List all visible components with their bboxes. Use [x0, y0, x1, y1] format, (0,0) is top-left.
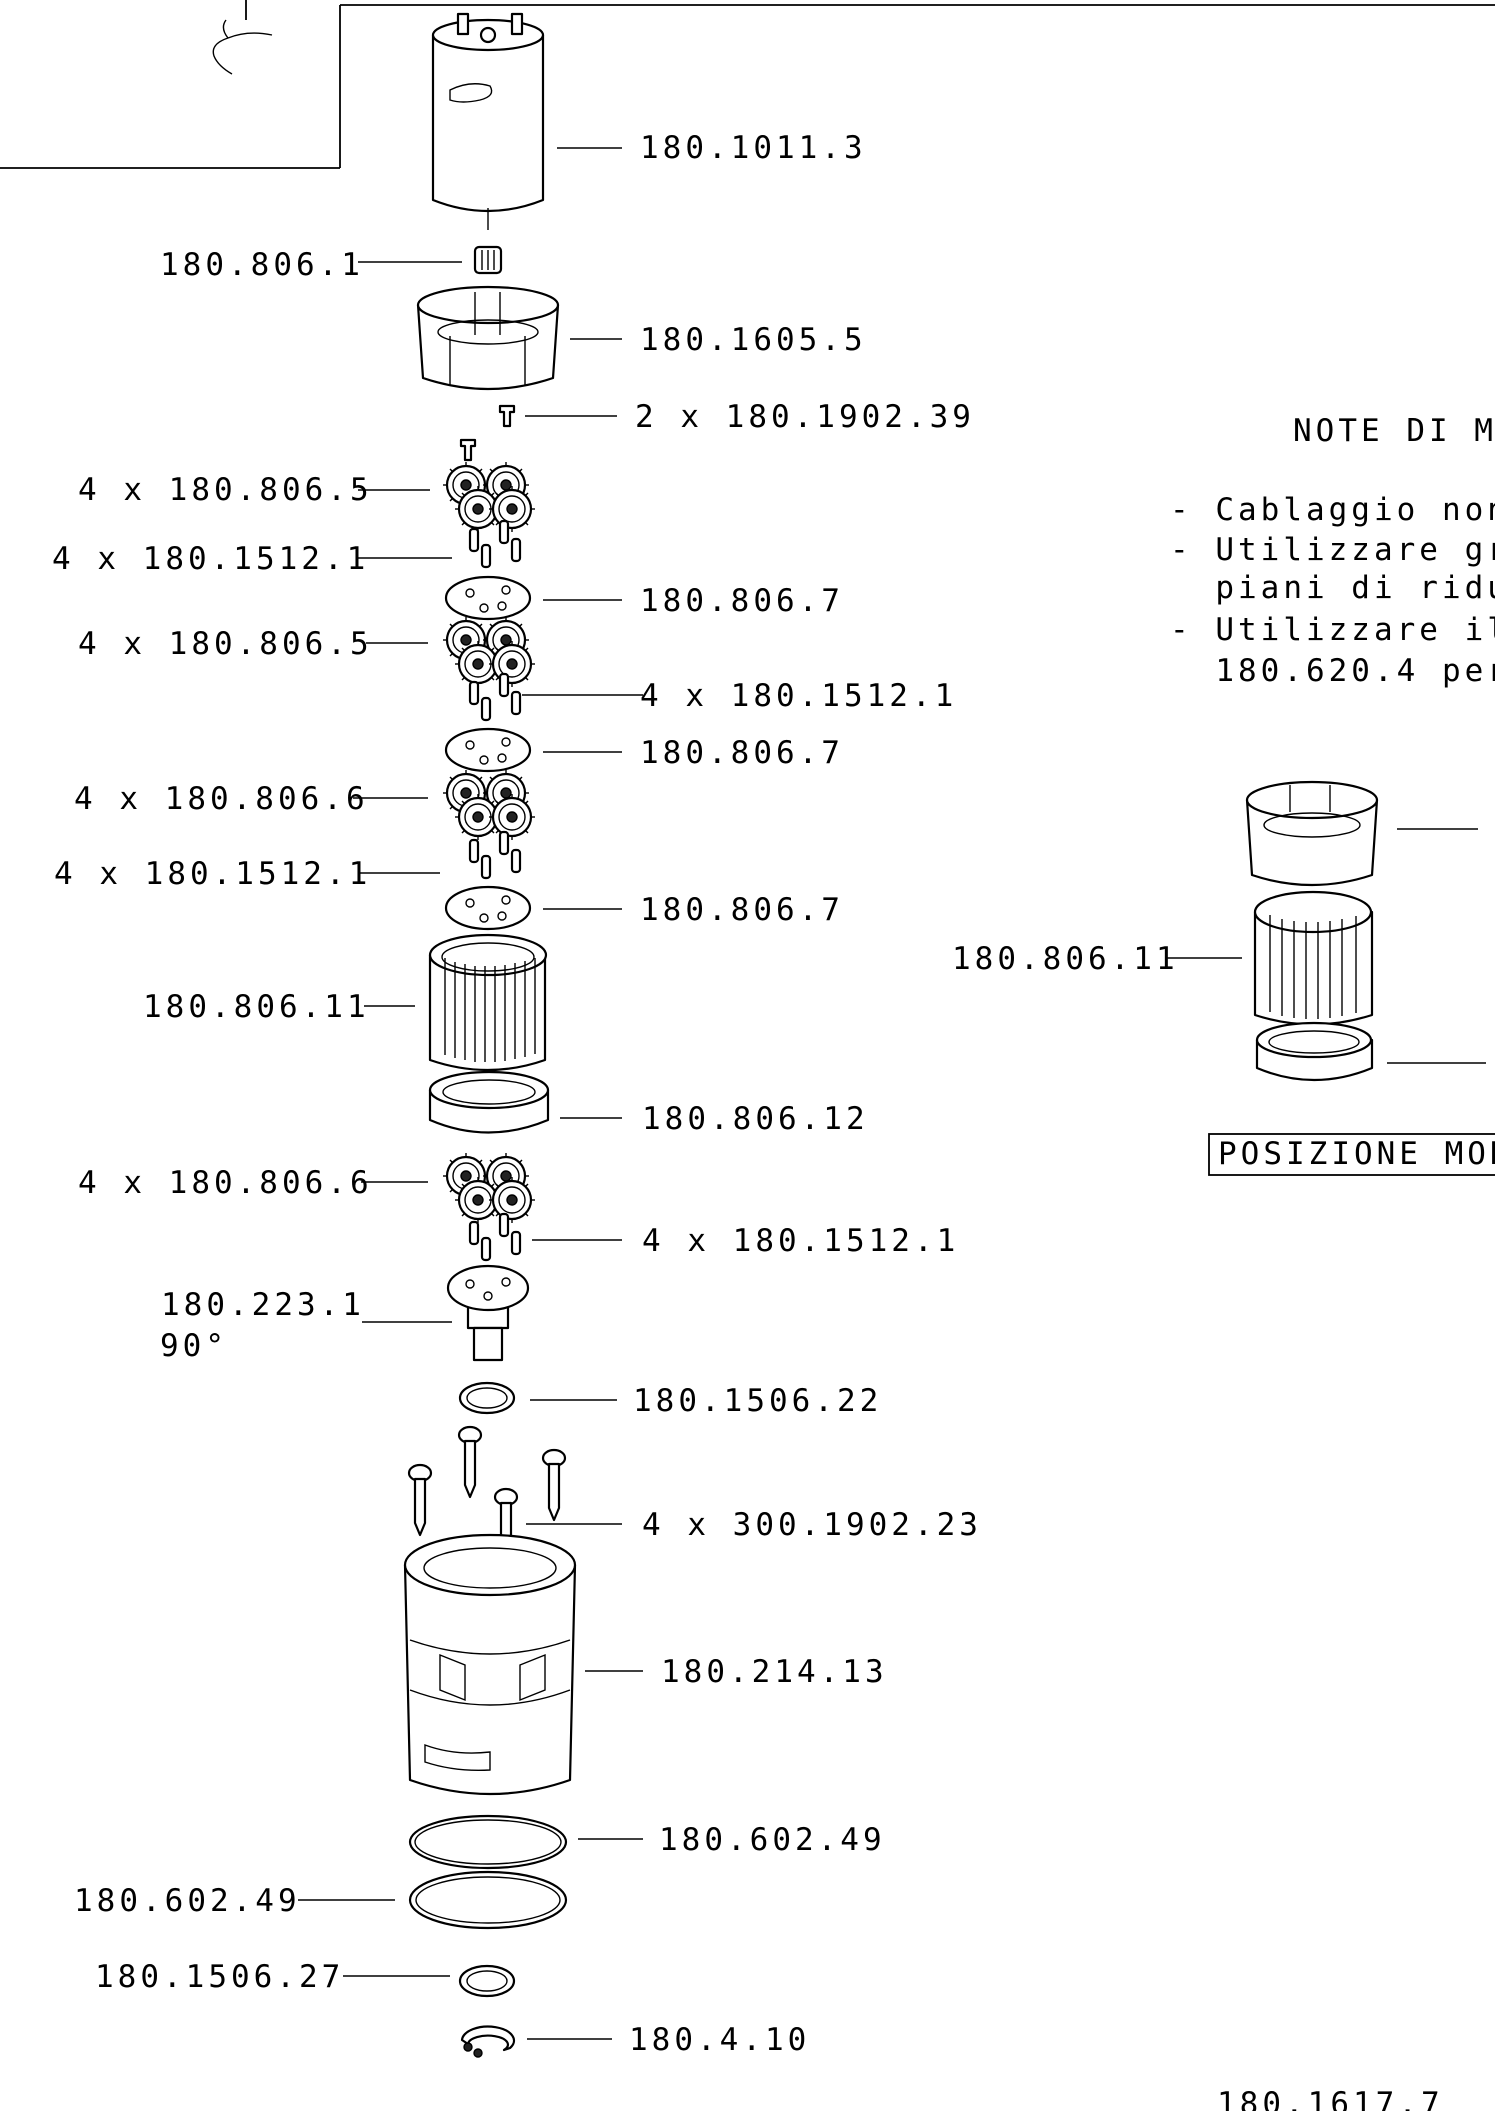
planet-gears-2 [443, 617, 535, 687]
callout-housing: 180.214.13 [661, 1654, 888, 1690]
callout-planet-gears-1: 4 x 180.806.5 [78, 472, 373, 508]
cable-icon [212, 19, 273, 75]
callout-oring-left: 180.602.49 [74, 1883, 301, 1919]
detail-ring-gear-base [1255, 1021, 1374, 1082]
oring-left-part [408, 1870, 568, 1930]
note-line-4: - Utilizzare il [1170, 612, 1495, 648]
callout-gear-housing: 180.1605.5 [640, 322, 867, 358]
note-line-1: - Cablaggio non [1170, 492, 1495, 528]
callout-screws-bottom: 4 x 300.1902.23 [642, 1507, 982, 1543]
drawing-frame [0, 0, 1495, 169]
carrier-2 [444, 727, 532, 773]
planet-gears-1 [443, 462, 535, 532]
detail-ring-gear [1253, 890, 1374, 1026]
note-line-5: 180.620.4 per [1170, 653, 1495, 689]
washer-2-part [458, 1964, 516, 1998]
note-line-3: piani di riduz [1170, 570, 1495, 606]
housing-part [403, 1533, 577, 1796]
planet-gears-3 [443, 770, 535, 840]
callout-oring-right: 180.602.49 [659, 1822, 886, 1858]
detail-gear-housing [1245, 780, 1379, 887]
callout-output-shaft: 180.223.1 [161, 1287, 365, 1323]
callout-washer-2: 180.1506.27 [95, 1959, 344, 1995]
callout-carrier-2: 180.806.7 [640, 735, 844, 771]
detail-caption-box [1208, 1133, 1495, 1176]
callout-planet-gears-4: 4 x 180.806.6 [78, 1165, 373, 1201]
callout-circlip: 180.4.10 [629, 2022, 810, 2058]
callout-pins-4: 4 x 180.1512.1 [642, 1223, 959, 1259]
callout-pins-1: 4 x 180.1512.1 [52, 541, 369, 577]
callout-pins-2: 4 x 180.1512.1 [640, 678, 957, 714]
callout-output-shaft-angle: 90° [160, 1328, 228, 1364]
ring-gear-base-part [428, 1070, 550, 1134]
screw-1 [457, 1425, 483, 1499]
screw-small-part [459, 404, 516, 462]
circlip-part [460, 2025, 516, 2058]
carrier-1 [444, 575, 532, 621]
planet-gears-4 [443, 1153, 535, 1223]
notes-heading: NOTE DI MO [1293, 413, 1495, 449]
ring-gear-part [428, 933, 548, 1072]
detail-caption: POSIZIONE MONT [1218, 1136, 1495, 1172]
washer-1-part [458, 1381, 516, 1415]
screw-2 [541, 1448, 567, 1522]
callout-planet-gears-3: 4 x 180.806.6 [74, 781, 369, 817]
callout-planet-gears-2: 4 x 180.806.5 [78, 626, 373, 662]
callout-washer-1: 180.1506.22 [633, 1383, 882, 1419]
leader-lines [298, 147, 1486, 2040]
pinion-part [473, 245, 503, 275]
motor-part [431, 12, 545, 230]
screw-3 [407, 1463, 433, 1537]
callout-screws-top: 2 x 180.1902.39 [635, 399, 975, 435]
carrier-3 [444, 885, 532, 931]
oring-right-part [408, 1814, 568, 1870]
note-line-2: - Utilizzare gra [1170, 532, 1495, 568]
output-shaft-part [446, 1264, 530, 1362]
callout-carrier-1: 180.806.7 [640, 583, 844, 619]
callout-ring-gear: 180.806.11 [143, 989, 370, 1025]
bottom-code: 180.1617.7 [1217, 2086, 1444, 2111]
callout-carrier-3: 180.806.7 [640, 892, 844, 928]
gear-housing-part [416, 285, 560, 391]
detail-ring-gear-label: 180.806.11 [952, 941, 1179, 977]
callout-pinion: 180.806.1 [160, 247, 364, 283]
callout-motor: 180.1011.3 [640, 130, 867, 166]
callout-pins-3: 4 x 180.1512.1 [54, 856, 371, 892]
callout-ring-gear-base: 180.806.12 [642, 1101, 869, 1137]
